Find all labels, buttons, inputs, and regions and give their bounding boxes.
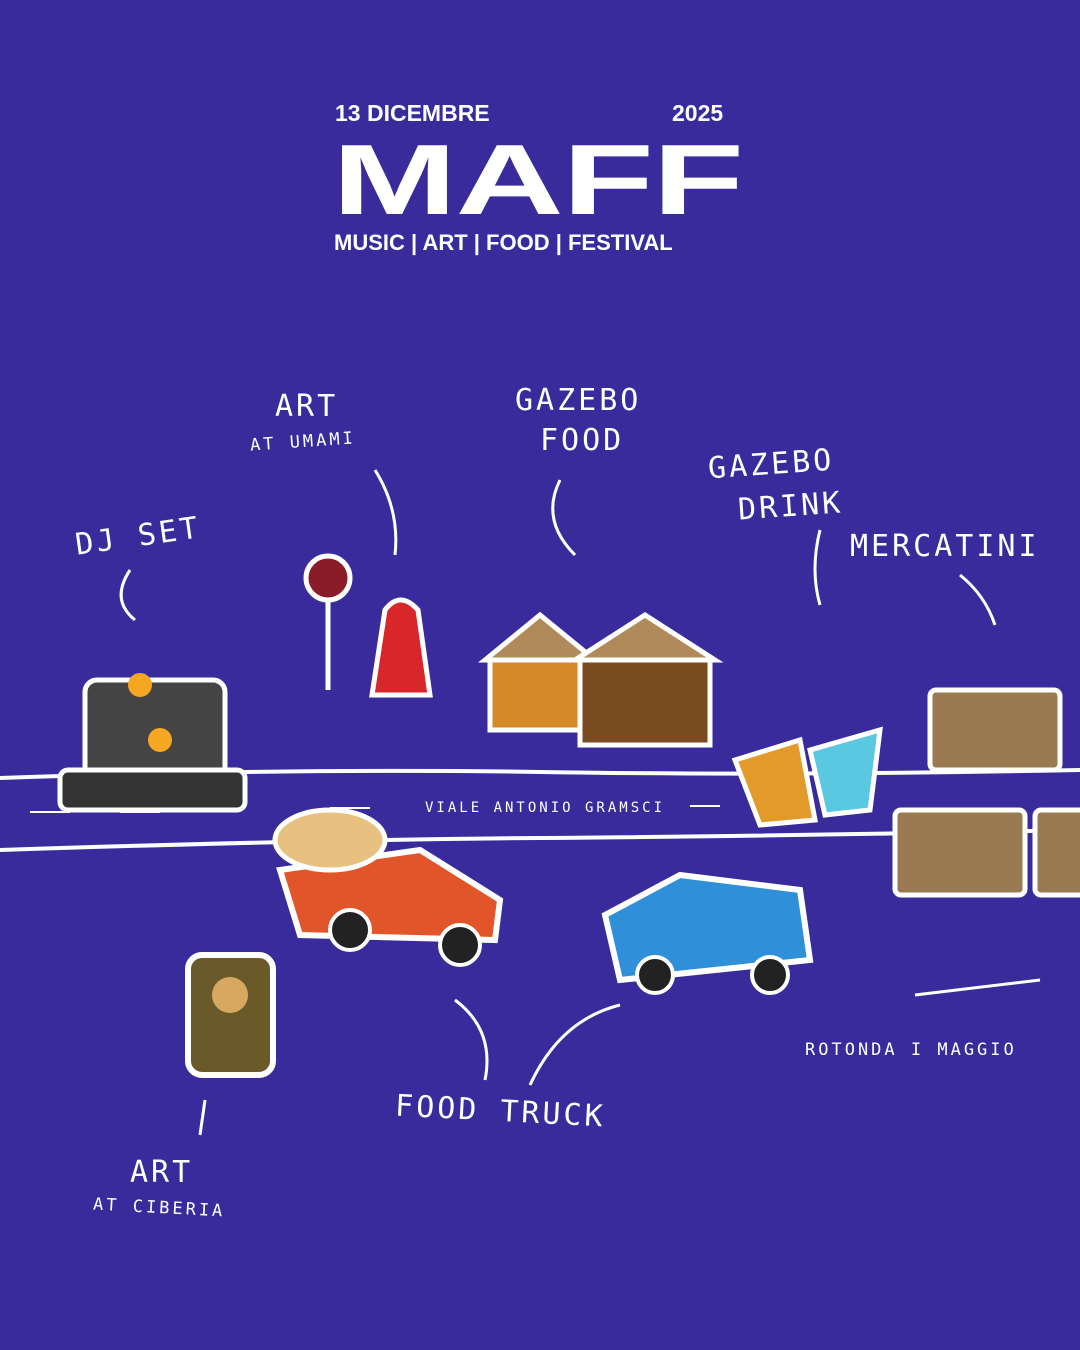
mona-lisa-icon <box>185 952 276 1078</box>
event-date: 13 DICEMBRE <box>335 100 490 126</box>
art-ciberia-title: ART <box>130 1155 194 1190</box>
logo: MAFF <box>332 124 744 236</box>
drinks-icon <box>731 726 883 828</box>
mercatini-label: MERCATINI <box>850 529 1040 564</box>
arrows <box>119 469 1041 1136</box>
gazebo-food-icon <box>477 611 724 748</box>
sign-icon <box>303 553 353 690</box>
art-umami-title: ART <box>275 389 339 424</box>
gazebo-food-label-1: GAZEBO <box>515 383 642 418</box>
dante-icon <box>369 597 433 698</box>
red-food-truck-icon <box>272 807 504 967</box>
dj-set-icon <box>57 673 248 813</box>
rotonda-label: ROTONDA I MAGGIO <box>805 1040 1017 1060</box>
market-stalls-icon <box>892 687 1080 898</box>
event-year: 2025 <box>672 100 724 126</box>
blue-food-truck-icon <box>601 871 814 995</box>
tagline: MUSIC | ART | FOOD | FESTIVAL <box>334 230 673 255</box>
street-label: VIALE ANTONIO GRAMSCI <box>425 800 666 816</box>
gazebo-food-label-2: FOOD <box>540 423 625 458</box>
